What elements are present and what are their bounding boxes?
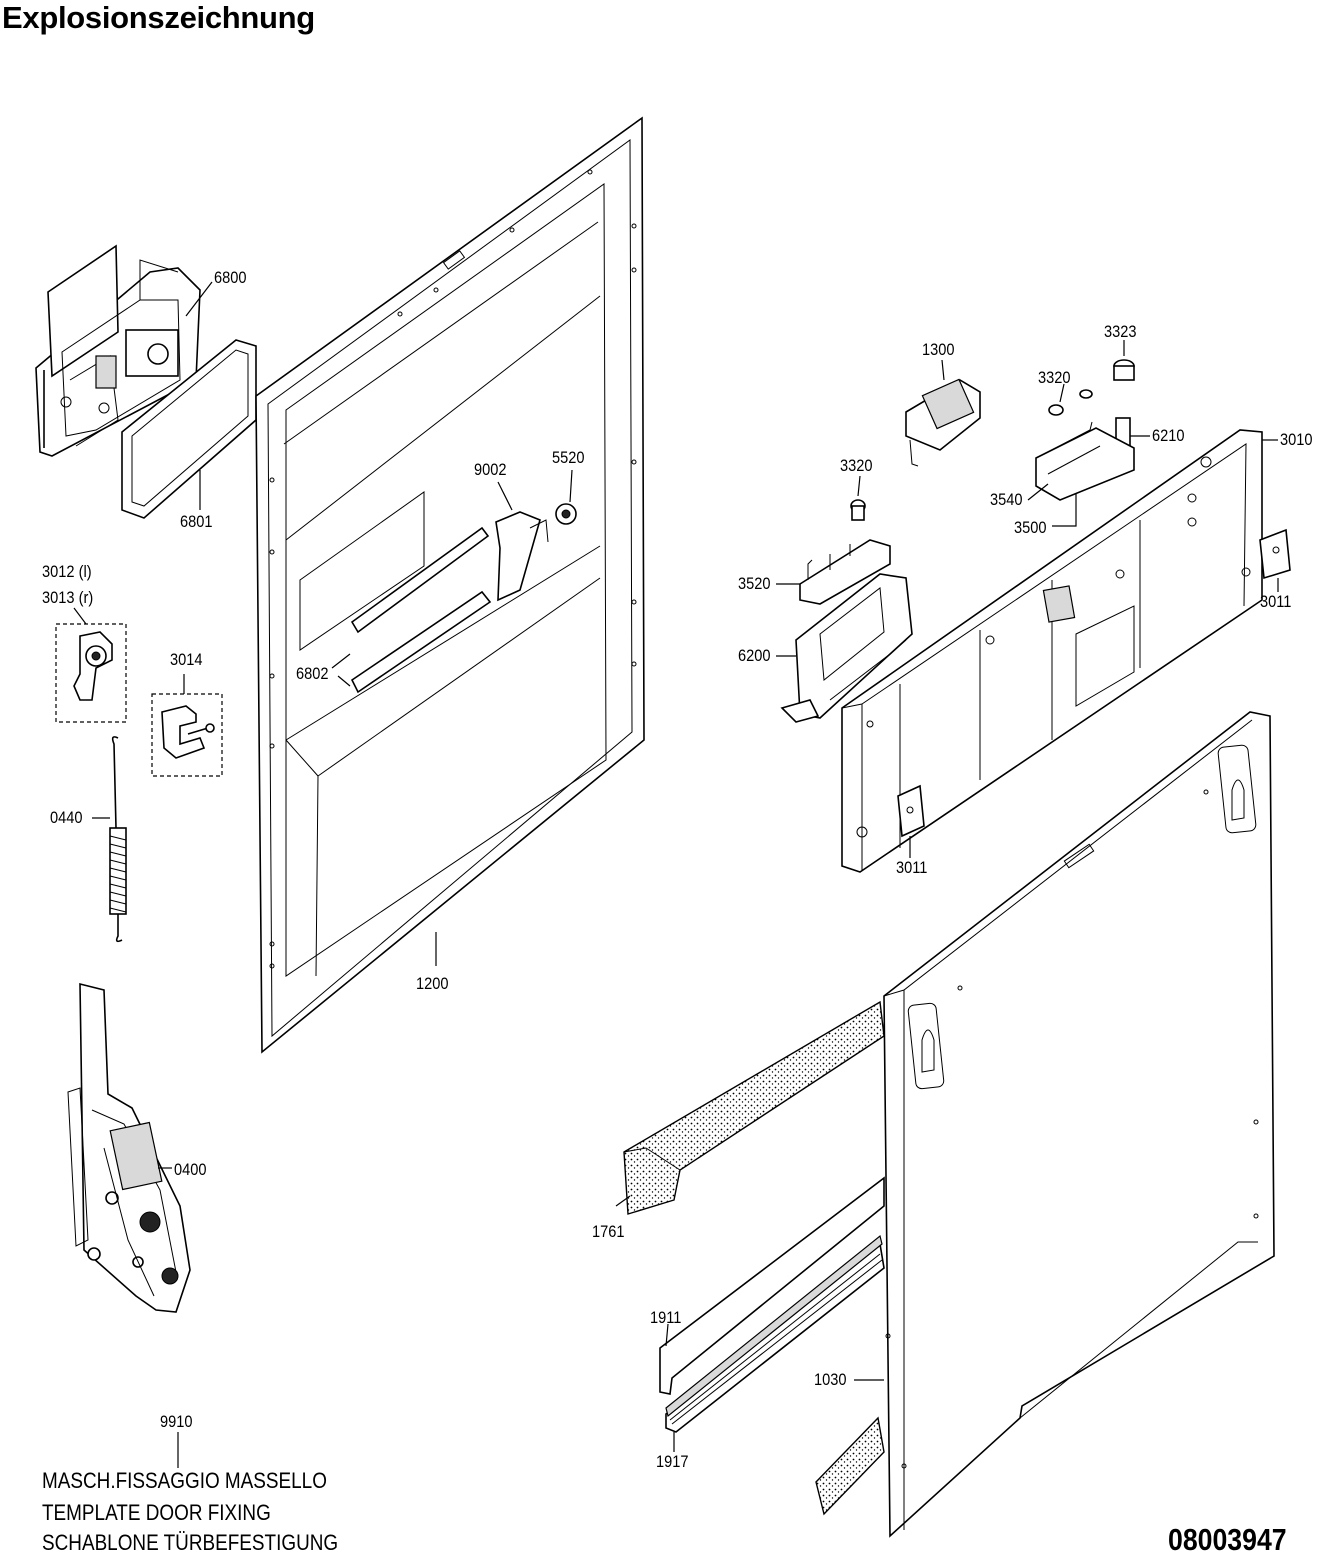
label-9002: 9002	[474, 460, 507, 479]
label-3012: 3012 (l)	[42, 562, 92, 581]
insulation-strip-1761	[615, 1000, 885, 1215]
detergent-dispenser-6800	[35, 244, 213, 457]
label-3540: 3540	[990, 490, 1023, 509]
page-title: Explosionszeichnung	[2, 0, 315, 35]
template-note-line-3: SCHABLONE TÜRBEFESTIGUNG	[42, 1530, 339, 1555]
rails-6802	[331, 526, 492, 694]
label-9910: 9910	[160, 1412, 193, 1431]
label-6800: 6800	[214, 268, 247, 287]
outer-door-panel-1030	[854, 711, 1275, 1538]
control-panel-3010	[841, 429, 1278, 873]
bracket-3011-left	[897, 784, 925, 858]
strip-1911	[659, 1176, 885, 1395]
label-3013: 3013 (r)	[42, 588, 94, 607]
label-3323: 3323	[1104, 322, 1137, 341]
label-0440: 0440	[50, 808, 83, 827]
door-hinge-0400	[67, 982, 191, 1313]
hinge-bracket-3012-3013	[55, 607, 127, 723]
label-3011-left: 3011	[896, 858, 928, 877]
label-3011-right: 3011	[1260, 592, 1292, 611]
button-3320-top	[1048, 383, 1093, 416]
label-1761: 1761	[592, 1222, 625, 1241]
label-1917: 1917	[656, 1452, 689, 1471]
label-1300: 1300	[922, 340, 955, 359]
label-3320-top: 3320	[1038, 368, 1071, 387]
label-5520: 5520	[552, 448, 585, 467]
knob-5520	[555, 469, 577, 525]
label-3010: 3010	[1280, 430, 1313, 449]
bottom-strip	[815, 1416, 885, 1516]
label-0400: 0400	[174, 1160, 207, 1179]
clamp-3014	[151, 674, 223, 777]
document-number: 08003947	[1168, 1522, 1287, 1557]
label-1911: 1911	[650, 1308, 682, 1327]
button-3320-left	[850, 475, 866, 521]
bracket-9002	[495, 481, 549, 602]
label-6802: 6802	[296, 664, 329, 683]
holder-3520	[776, 539, 891, 605]
label-6200: 6200	[738, 646, 771, 665]
label-3500: 3500	[1014, 518, 1047, 537]
rail-1917	[665, 1234, 885, 1452]
label-1200: 1200	[416, 974, 449, 993]
inner-door-panel-1200	[255, 116, 645, 1054]
label-3014: 3014	[170, 650, 203, 669]
template-note-line-1: MASCH.FISSAGGIO MASSELLO	[42, 1468, 327, 1493]
switch-module-3500	[1027, 421, 1135, 527]
button-3323	[1113, 340, 1135, 381]
label-6801: 6801	[180, 512, 213, 531]
template-note-line-2: TEMPLATE DOOR FIXING	[42, 1500, 271, 1525]
spring-0440	[92, 736, 127, 943]
label-3520: 3520	[738, 574, 771, 593]
label-1030: 1030	[814, 1370, 847, 1389]
switch-1300	[905, 359, 981, 467]
label-6210: 6210	[1152, 426, 1185, 445]
module-6200	[776, 573, 913, 723]
label-3320-left: 3320	[840, 456, 873, 475]
bracket-3011-right	[1259, 528, 1291, 592]
